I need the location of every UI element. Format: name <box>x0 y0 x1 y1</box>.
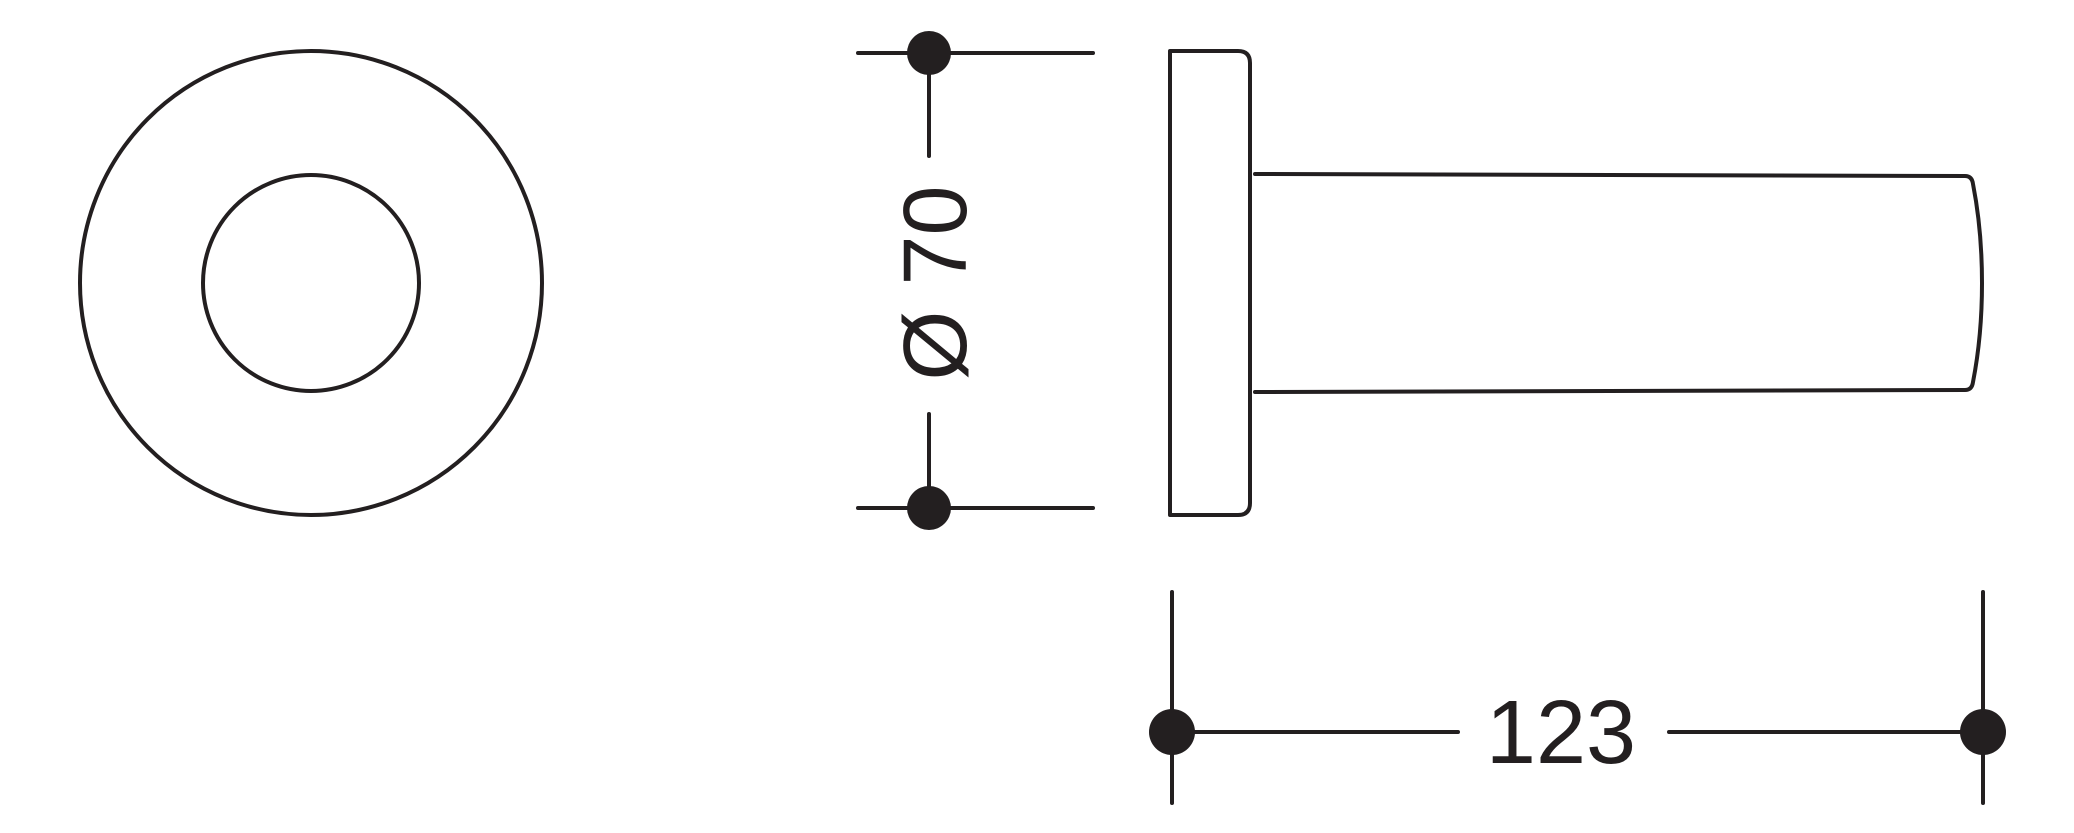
dimension-dot-right <box>1960 709 2006 755</box>
rosette-plate-profile <box>1168 49 1252 517</box>
side-view <box>1168 49 1984 517</box>
dimension-dot-top <box>907 31 951 75</box>
diameter-label: Ø 70 <box>886 185 986 380</box>
length-dimension: 123 <box>1149 590 2006 805</box>
rosette-outer-circle <box>78 49 544 517</box>
diameter-dimension: Ø 70 <box>856 31 1095 530</box>
pin-profile <box>1253 172 1984 394</box>
length-label: 123 <box>1486 683 1636 783</box>
dimension-dot-bottom <box>907 486 951 530</box>
dimension-dot-left <box>1149 709 1195 755</box>
front-view <box>78 49 544 517</box>
pin-circle <box>201 173 421 393</box>
